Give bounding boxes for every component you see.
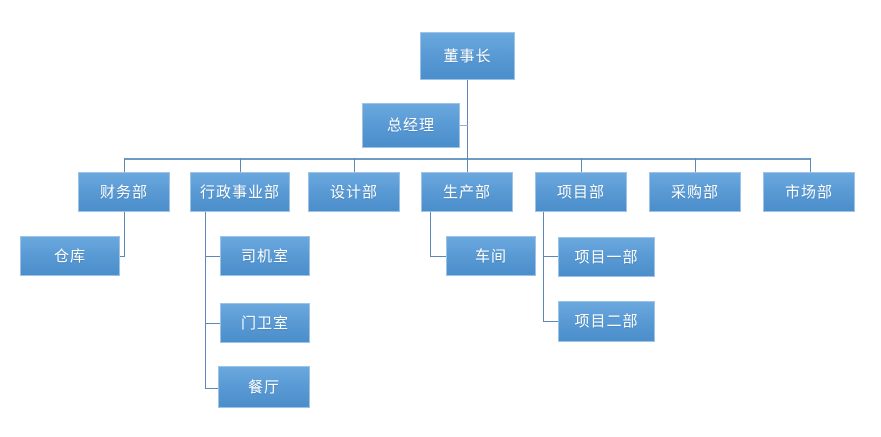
node-warehouse[interactable]: 仓库 — [20, 236, 120, 276]
connector-administration-guard — [205, 323, 221, 324]
connector-production-descender — [430, 211, 431, 256]
node-administration-label: 行政事业部 — [199, 182, 280, 201]
connector-project-two — [543, 321, 559, 322]
node-project-two-label: 项目二部 — [574, 312, 639, 330]
node-warehouse-label: 仓库 — [53, 246, 86, 265]
node-design-label: 设计部 — [329, 182, 378, 201]
node-project-label: 项目部 — [556, 182, 605, 201]
connector-drop-administration — [240, 158, 241, 172]
node-procurement-label: 采购部 — [670, 182, 719, 201]
connector-drop-marketing — [810, 158, 811, 172]
connector-drop-procurement — [695, 158, 696, 172]
connector-production-workshop — [430, 256, 446, 257]
node-project-one[interactable]: 项目一部 — [558, 237, 655, 277]
node-project-one-label: 项目一部 — [574, 247, 639, 266]
connector-gm-stub — [460, 125, 468, 126]
node-canteen-label: 餐厅 — [247, 377, 280, 396]
node-general-manager-label: 总经理 — [386, 116, 435, 134]
node-procurement[interactable]: 采购部 — [649, 172, 741, 212]
node-chairman-label: 董事长 — [443, 46, 492, 65]
connector-finance-descender — [124, 211, 125, 256]
node-general-manager[interactable]: 总经理 — [362, 103, 460, 148]
connector-administration-canteen — [205, 388, 219, 389]
node-project-two[interactable]: 项目二部 — [558, 301, 655, 342]
node-guard-room[interactable]: 门卫室 — [220, 303, 310, 343]
node-production-label: 生产部 — [442, 182, 491, 201]
node-workshop-label: 车间 — [474, 246, 507, 265]
node-production[interactable]: 生产部 — [421, 172, 513, 212]
node-administration[interactable]: 行政事业部 — [190, 172, 290, 212]
connector-chairman-down — [467, 80, 468, 159]
node-marketing-label: 市场部 — [784, 182, 833, 201]
node-finance[interactable]: 财务部 — [78, 172, 170, 212]
node-workshop[interactable]: 车间 — [446, 236, 536, 276]
connector-administration-driver — [205, 256, 221, 257]
connector-project-one — [543, 256, 559, 257]
node-driver-room-label: 司机室 — [240, 246, 289, 265]
node-finance-label: 财务部 — [99, 182, 148, 201]
node-design[interactable]: 设计部 — [308, 172, 400, 212]
connector-drop-project — [581, 158, 582, 172]
connector-drop-production — [467, 158, 468, 172]
connector-drop-finance — [124, 158, 125, 172]
node-project[interactable]: 项目部 — [535, 172, 627, 212]
connector-project-descender — [543, 211, 544, 322]
node-marketing[interactable]: 市场部 — [763, 172, 855, 212]
node-chairman[interactable]: 董事长 — [420, 32, 515, 80]
node-guard-room-label: 门卫室 — [240, 313, 289, 332]
node-canteen[interactable]: 餐厅 — [218, 366, 310, 408]
connector-finance-warehouse — [120, 256, 125, 257]
connector-drop-design — [354, 158, 355, 172]
node-driver-room[interactable]: 司机室 — [220, 236, 310, 276]
connector-administration-descender — [205, 211, 206, 388]
